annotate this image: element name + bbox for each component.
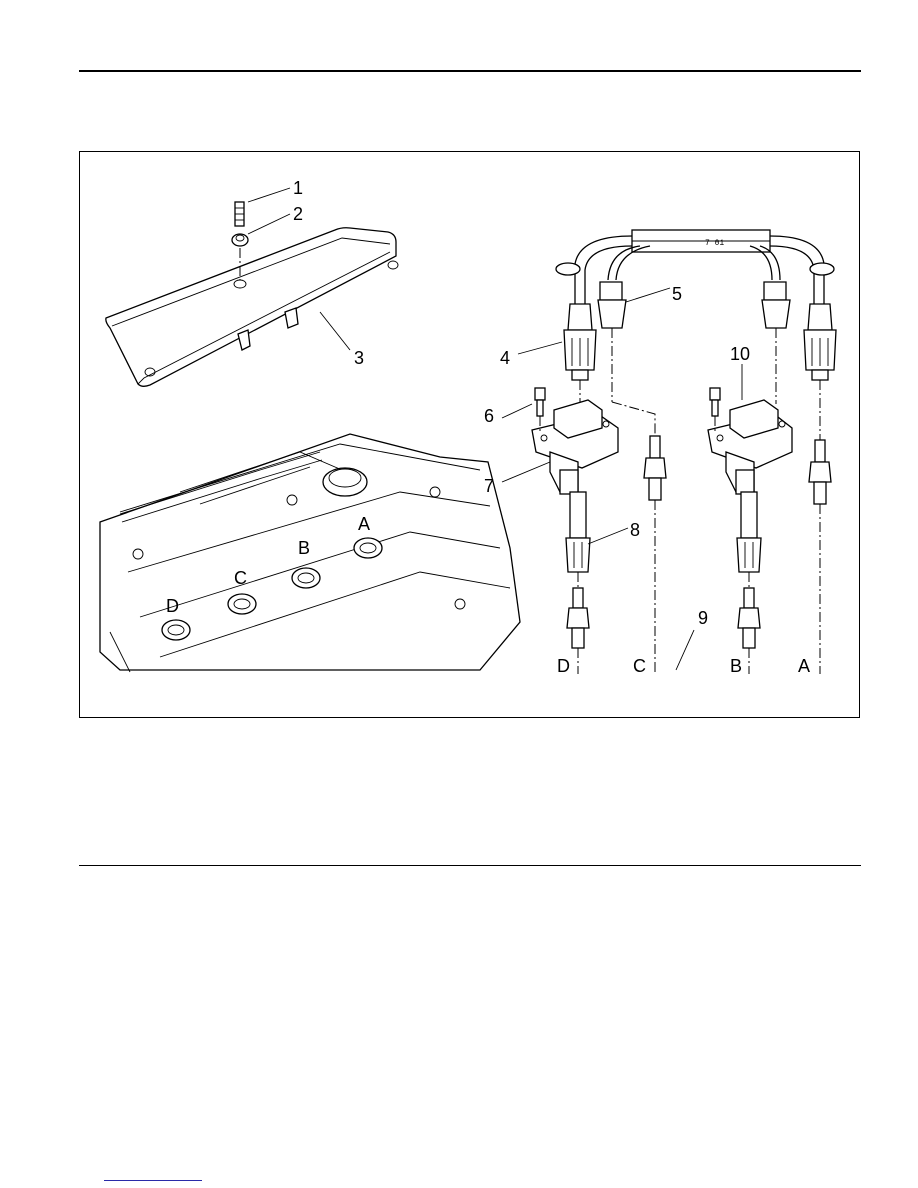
callout-7: 7 xyxy=(484,476,494,496)
ignition-system-figure: A B C D 7 01 xyxy=(79,151,860,718)
ht-lead-harness: 7 01 xyxy=(555,229,835,304)
spark-plug-d xyxy=(566,587,590,674)
callout-6: 6 xyxy=(484,406,494,426)
ignition-coil-left xyxy=(531,399,619,495)
plug-boot-cyl-d xyxy=(563,303,597,442)
callout-5: 5 xyxy=(672,284,682,304)
section-divider xyxy=(79,865,861,866)
ignition-diagram: A B C D 7 01 xyxy=(99,178,837,676)
plug-label-b: B xyxy=(730,656,742,676)
plug-label-d: D xyxy=(557,656,570,676)
plug-boot-cyl-a xyxy=(803,303,837,442)
plug-boot-cyl-b xyxy=(761,281,791,404)
engine-cyl-d-label: D xyxy=(166,596,179,616)
coil-extension-left xyxy=(565,491,591,588)
coil-bolt-right xyxy=(709,387,721,434)
callout-10: 10 xyxy=(730,344,750,364)
callout-3: 3 xyxy=(354,348,364,368)
lead-part-tag: 7 01 xyxy=(705,239,724,248)
plug-label-a: A xyxy=(798,656,810,676)
engine-cyl-b-label: B xyxy=(298,538,310,558)
plug-boot-cyl-c xyxy=(597,281,656,437)
coil-extension-right xyxy=(736,491,762,588)
spark-plug-b xyxy=(737,587,761,674)
callout-2: 2 xyxy=(293,204,303,224)
engine-cyl-c-label: C xyxy=(234,568,247,588)
header-rule xyxy=(79,70,861,72)
ignition-cover xyxy=(105,227,399,387)
footer-link-underline[interactable] xyxy=(104,1180,202,1181)
ignition-coil-right xyxy=(707,399,793,495)
engine-cyl-a-label: A xyxy=(358,514,370,534)
callout-4: 4 xyxy=(500,348,510,368)
callout-1: 1 xyxy=(293,178,303,198)
spark-plug-c xyxy=(643,435,667,674)
callout-9: 9 xyxy=(698,608,708,628)
spark-plug-a xyxy=(808,439,832,674)
cover-grommet xyxy=(231,233,249,280)
coil-bolt-left xyxy=(534,387,546,434)
plug-label-c: C xyxy=(633,656,646,676)
callout-8: 8 xyxy=(630,520,640,540)
cover-bolt xyxy=(234,201,245,227)
engine-cylinder-head: A B C D xyxy=(99,433,521,673)
